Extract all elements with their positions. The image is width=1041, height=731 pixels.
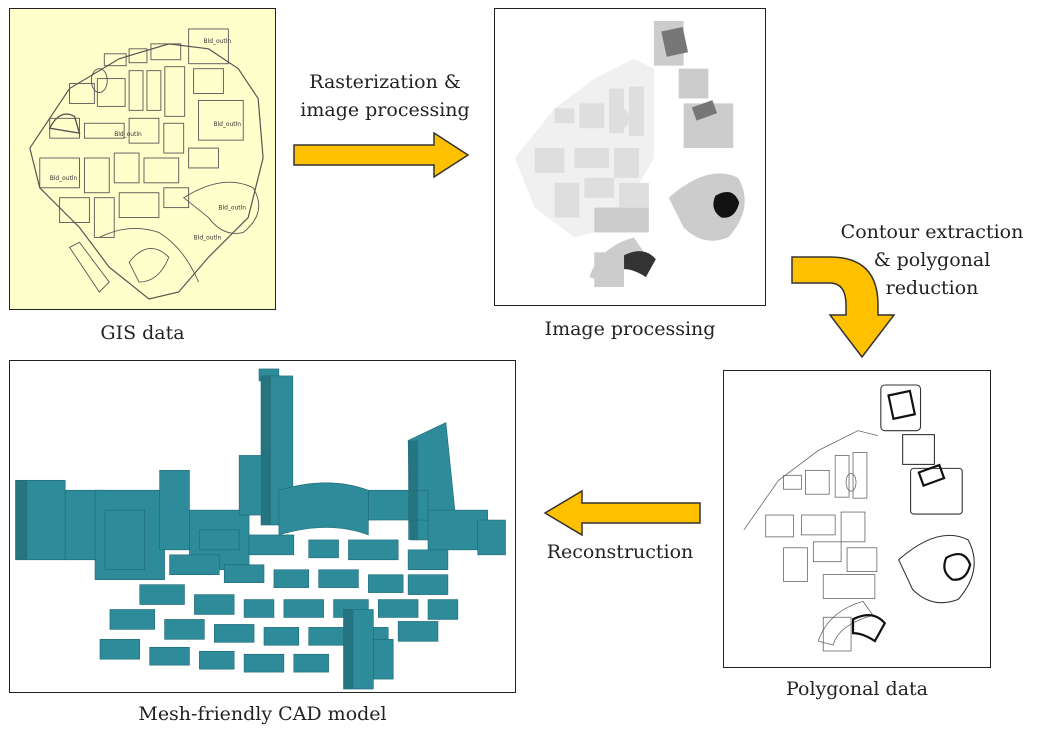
gis-data-panel: Bld_outln Bld_outln Bld_outln Bld_outln … [9, 8, 276, 310]
gis-map-drawing: Bld_outln Bld_outln Bld_outln Bld_outln … [29, 28, 264, 300]
step-label-line: reduction [885, 277, 979, 299]
gis-label: Bld_outln [213, 121, 241, 128]
cad-model-caption: Mesh-friendly CAD model [138, 703, 387, 725]
rasterization-step-label: Rasterization & image processing [295, 68, 475, 124]
image-processing-caption: Image processing [544, 318, 716, 340]
right-arrow-icon [293, 131, 470, 179]
step-label-line: image processing [300, 99, 470, 121]
curved-down-arrow-icon [791, 256, 896, 359]
polygonal-data-caption: Polygonal data [786, 678, 928, 700]
reconstruction-step-label: Reconstruction [546, 541, 694, 563]
raster-image-drawing [514, 21, 745, 288]
left-arrow-icon [543, 489, 701, 537]
gis-label: Bld_outln [218, 205, 246, 212]
gis-label: Bld_outln [204, 38, 232, 45]
cad-model-panel [9, 360, 516, 693]
contour-step-label: Contour extraction & polygonal reduction [832, 218, 1032, 302]
gis-data-caption: GIS data [100, 322, 185, 344]
gis-label: Bld_outln [194, 234, 222, 241]
step-label-line: Rasterization & [309, 71, 461, 93]
polygonal-data-panel [723, 370, 991, 668]
polygon-outline-drawing [743, 384, 975, 652]
gis-label: Bld_outln [50, 175, 78, 182]
step-label-line: Contour extraction [840, 221, 1024, 243]
cad-model-drawing [15, 368, 506, 690]
gis-label: Bld_outln [114, 131, 142, 138]
step-label-line: & polygonal [873, 249, 991, 271]
image-processing-panel [494, 8, 766, 306]
